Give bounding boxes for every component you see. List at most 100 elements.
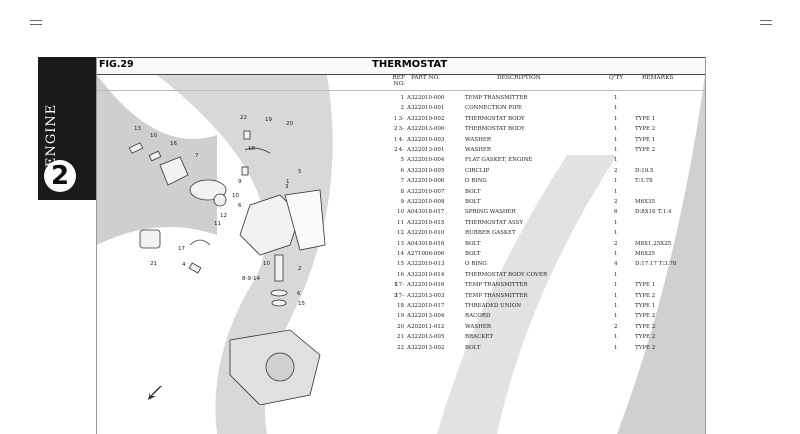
callout-label: 10 [232, 193, 239, 199]
callout-label: 2 [298, 266, 302, 272]
ref-sub-cell: 1 [394, 115, 398, 122]
ref-cell: 18 [397, 303, 404, 309]
ref-cell: 16 [397, 271, 404, 278]
ref-cell: 17- [395, 292, 404, 299]
callout-label: 13 [134, 126, 141, 132]
quantity-cell: 1 [614, 95, 618, 101]
remarks-cell: D:8X16 T:1.4 [635, 209, 672, 216]
description-cell: WASHER [465, 323, 492, 330]
col-part: PART NO. [411, 75, 440, 81]
description-cell: BOLT [465, 188, 481, 195]
col-qty: Q'TY [609, 75, 624, 81]
description-cell: BRACKET [465, 334, 494, 341]
col-desc: DESCRIPTION [497, 75, 541, 81]
ref-cell: 3- [398, 126, 404, 133]
figure-number: FIG.29 [99, 59, 134, 70]
quantity-cell: 1 [614, 282, 618, 289]
callout-label: 6 [297, 291, 301, 297]
part-number-cell: A322010-001 [407, 105, 445, 112]
callout-label: 20 [286, 121, 293, 127]
ref-cell: 22 [397, 344, 404, 351]
callout-label: 3 [285, 184, 289, 190]
callout-label: 18 [248, 146, 255, 152]
callout-label: 15 [298, 301, 305, 307]
background-wave-graphic [97, 75, 705, 434]
part-number-cell: A322010-005 [407, 167, 445, 174]
quantity-cell: 1 [614, 157, 618, 164]
part-number-cell: A322010-010 [407, 230, 445, 237]
description-cell: TEMP TRANSMITTER [465, 282, 528, 289]
description-cell: BOLT [465, 240, 481, 247]
crop-mark [760, 20, 772, 21]
callout-label: 6 [238, 203, 242, 209]
callout-label: 17 [178, 246, 185, 252]
ref-sub-cell: 1 [394, 282, 398, 289]
ref-cell: 4- [398, 147, 404, 153]
callout-label: 9 [238, 179, 242, 185]
part-number-cell: A322010-017 [407, 303, 445, 309]
ref-cell: 14 [397, 251, 404, 257]
description-cell: WASHER [465, 147, 492, 153]
remarks-cell: TYPE 1 [635, 136, 656, 143]
description-cell: CONNECTION PIPE [465, 105, 523, 112]
orientation-arrow-icon [148, 386, 162, 400]
crop-mark [760, 24, 772, 25]
ref-cell: 1 [400, 95, 405, 101]
part-number-cell: A322010-004 [407, 157, 445, 164]
ref-cell: 9 [400, 199, 405, 205]
callout-label: 10 [150, 133, 157, 139]
quantity-cell: 1 [614, 251, 618, 257]
part-number-cell: A322013-002 [407, 344, 445, 351]
part-number-cell: A322010-008 [407, 199, 445, 205]
quantity-cell: 1 [614, 178, 618, 185]
description-cell: WASHER [465, 136, 492, 143]
description-cell: SPRING WASHER [465, 209, 516, 216]
quantity-cell: 1 [614, 126, 618, 133]
section-tab: ENGINE 2 [38, 57, 96, 200]
remarks-cell: D:19.5 [635, 167, 654, 174]
quantity-cell: 2 [614, 167, 618, 174]
description-cell: THERMOSTAT BODY [465, 126, 525, 133]
crop-mark [30, 24, 42, 25]
part-number-cell: A322010-006 [407, 178, 445, 185]
quantity-cell: 1 [614, 334, 618, 341]
quantity-cell: 1 [614, 115, 618, 122]
ref-sub-cell: 1 [394, 136, 398, 143]
quantity-cell: 1 [614, 292, 618, 299]
ref-sub-cell: 2 [394, 147, 398, 153]
remarks-cell: M6X25 [635, 251, 656, 257]
quantity-cell: 1 [614, 136, 618, 143]
description-cell: TEMP TRANSMITTER [465, 292, 528, 299]
description-cell: BOLT [465, 344, 481, 351]
remarks-cell: TYPE 2 [635, 344, 656, 351]
description-cell: RUBBER GASKET [465, 230, 516, 237]
callout-label: 21 [150, 261, 157, 267]
quantity-cell: 1 [614, 147, 618, 153]
ref-cell: 20 [397, 323, 404, 330]
quantity-cell: 4 [614, 261, 618, 268]
description-cell: FLAT GASKET, ENGINE [465, 157, 533, 164]
page-frame: FIG.29 THERMOSTAT REF NO. PART NO. DESCR… [96, 57, 706, 434]
col-remarks: REMARKS [642, 75, 674, 81]
part-number-cell: A043018-017 [407, 209, 445, 216]
remarks-cell: TYPE 2 [635, 147, 656, 153]
quantity-cell: 1 [614, 303, 618, 309]
remarks-cell: TYPE 1 [635, 115, 656, 122]
remarks-cell: T:1.78 [635, 178, 653, 185]
ref-cell: 15 [397, 261, 404, 268]
